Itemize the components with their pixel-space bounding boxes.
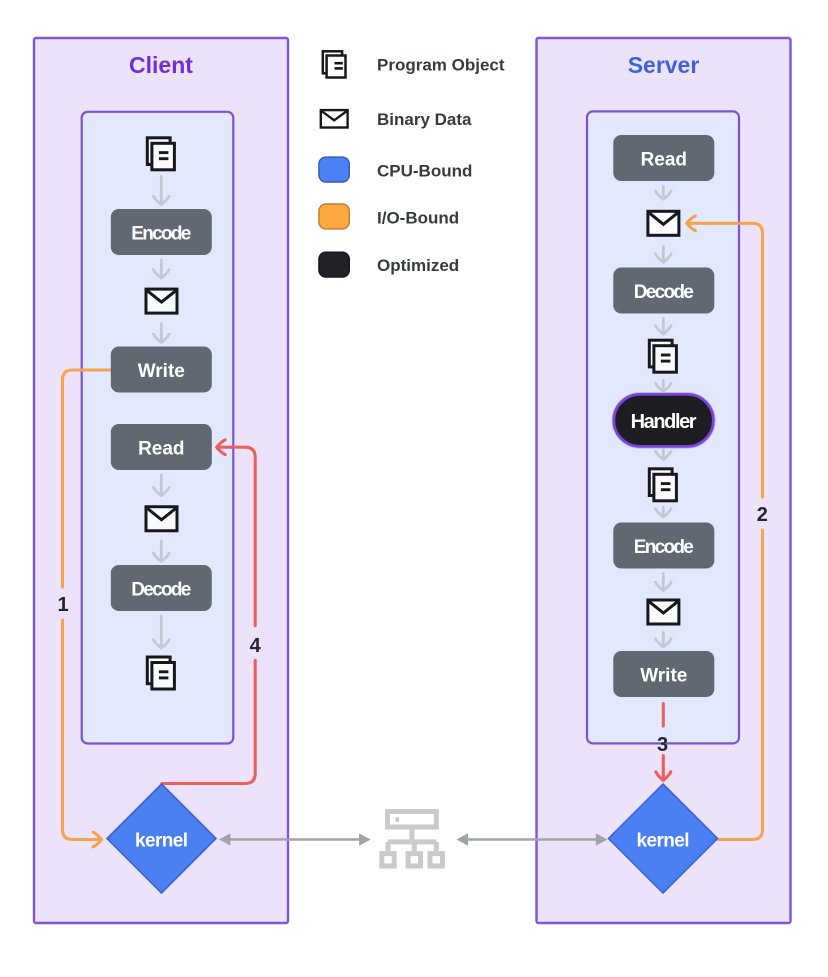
svg-text:Encode: Encode xyxy=(131,224,191,245)
svg-text:Decode: Decode xyxy=(131,580,191,601)
svg-text:Read: Read xyxy=(641,150,687,171)
svg-text:3: 3 xyxy=(657,734,668,756)
svg-text:Read: Read xyxy=(138,439,184,460)
svg-text:I/O-Bound: I/O-Bound xyxy=(377,208,459,227)
svg-text:Decode: Decode xyxy=(634,282,694,303)
svg-text:Write: Write xyxy=(138,361,185,382)
svg-text:2: 2 xyxy=(757,504,768,526)
svg-text:Write: Write xyxy=(640,666,687,687)
svg-text:Server: Server xyxy=(628,52,700,78)
svg-text:Handler: Handler xyxy=(631,411,697,433)
svg-text:Program Object: Program Object xyxy=(377,56,505,75)
svg-text:Optimized: Optimized xyxy=(377,256,459,275)
svg-text:Encode: Encode xyxy=(634,537,694,558)
svg-text:kernel: kernel xyxy=(637,830,690,851)
svg-text:Binary Data: Binary Data xyxy=(377,110,472,129)
svg-text:Client: Client xyxy=(129,52,193,78)
svg-text:4: 4 xyxy=(250,635,262,657)
svg-text:1: 1 xyxy=(57,594,68,616)
svg-text:kernel: kernel xyxy=(135,830,188,851)
svg-text:CPU-Bound: CPU-Bound xyxy=(377,162,472,181)
